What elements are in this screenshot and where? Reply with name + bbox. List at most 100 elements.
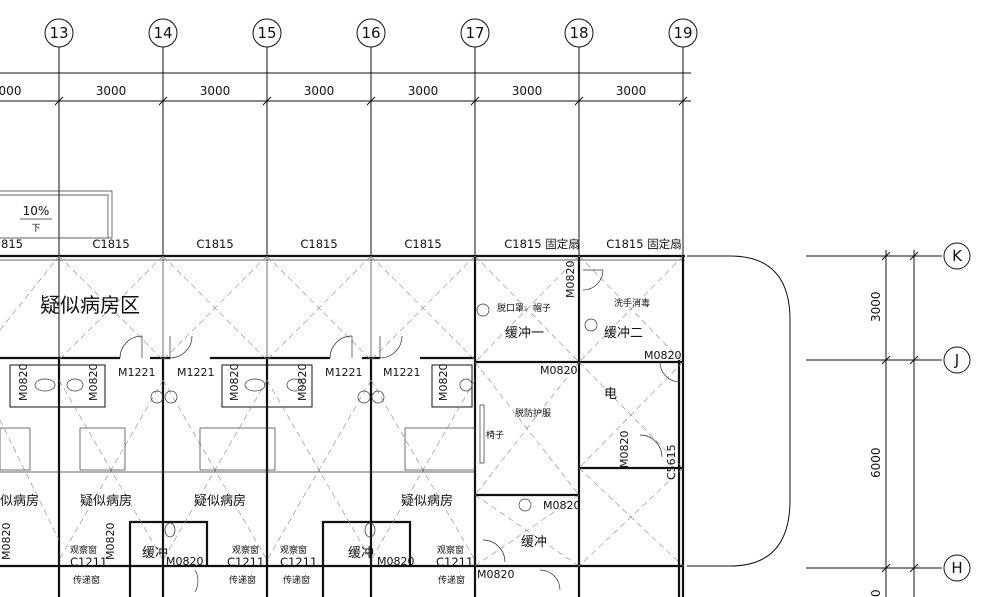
note-wash: 洗手消毒 [614,297,650,309]
window-label: C1211 [70,555,107,569]
dimension-label: 0 [869,589,883,597]
door-label: M0820 [104,523,117,561]
window-label: C1815 固定扇 [504,237,579,251]
window-label: C1815 固定扇 [606,237,681,251]
door-label: M0820 [564,261,577,299]
door-label: M0820 [437,364,450,402]
top-dimension-chain: 000 3000 3000 3000 3000 3000 3000 [0,72,691,106]
note-chair: 椅子 [486,429,504,441]
dimension-label: 6000 [869,447,883,478]
walls [0,254,791,597]
axis-label: 15 [257,24,276,42]
door-swings [119,269,681,593]
room-buffer-b: 缓冲 [348,546,374,561]
axis-bubble [943,242,971,270]
row-axis-bubbles: K J H [943,242,971,582]
axis-bubble [943,554,971,582]
axis-label: 13 [49,24,68,42]
door-label: M0820 [377,555,415,568]
dimension-label: 3000 [408,84,439,98]
dimension-label: 3000 [96,84,127,98]
room-buffer-1: 缓冲一 [505,326,544,341]
dimension-label: 3000 [304,84,335,98]
note-mask: 脱口罩、帽子 [497,302,551,314]
door-label: M0820 [618,431,631,469]
room-undress: 脱防护服 [515,407,551,419]
note-observation: 观察窗 [280,544,307,556]
door-label: M0820 [477,568,515,581]
top-window-labels: 815 C1815 C1815 C1815 C1815 C1815 固定扇 C1… [1,237,682,251]
room-ward-1: 似病房 [0,493,39,509]
door-label: M0820 [644,349,682,362]
note-pass: 传递窗 [73,574,100,586]
axis-bubble [148,18,178,48]
window-label: C1815 [300,237,337,251]
axis-label: K [952,247,963,265]
door-label: M0820 [17,364,30,402]
door-label: M0820 [540,364,578,377]
door-label: M0820 [166,555,204,568]
slope-direction: 下 [31,224,40,234]
vertical-door-labels: M0820 M0820 M0820 M0820 M0820 M0820 M082… [0,261,678,561]
door-label: M0820 [543,499,581,512]
bed-furniture [0,427,476,473]
door-label: M0820 [0,523,13,561]
dimension-label: 000 [0,84,21,98]
axis-bubble [668,18,698,48]
window-label: C1815 [92,237,129,251]
axis-label: 16 [361,24,380,42]
note-observation: 观察窗 [232,544,259,556]
window-label: C1815 [404,237,441,251]
dashed-diagonals [0,255,684,567]
axis-label: J [954,351,959,369]
room-electric: 电 [604,387,617,402]
slope-percentage: 10% [23,204,50,218]
door-label: M1221 [325,366,363,379]
window-label: 815 [1,237,23,251]
axis-bubble [356,18,386,48]
axis-label: 14 [153,24,172,42]
room-ward-3: 疑似病房 [194,493,246,509]
sanitary-fixtures [34,303,598,538]
column-axis-bubbles: 13 14 15 16 17 18 19 [44,18,698,48]
axis-bubble [460,18,490,48]
axis-bubble [252,18,282,48]
note-pass: 传递窗 [283,574,310,586]
room-ward-4: 疑似病房 [401,493,453,509]
canopy-outline: 10% 下 [0,190,113,239]
door-label: M1221 [383,366,421,379]
window-label: C1211 [280,555,317,569]
note-observation: 观察窗 [437,544,464,556]
window-label: C1211 [436,555,473,569]
dimension-label: 3000 [512,84,543,98]
area-title: 疑似病房区 [40,293,140,317]
axis-bubble [943,346,971,374]
room-ward-2: 疑似病房 [80,493,132,509]
door-label: M1221 [118,366,156,379]
window-label: C1815 [196,237,233,251]
door-label: M0820 [228,364,241,402]
axis-bubble [564,18,594,48]
window-label-side: C5615 [665,444,678,480]
door-label: M1221 [177,366,215,379]
observation-window-labels: 观察窗 C1211 传递窗 观察窗 C1211 传递窗 观察窗 C1211 传递… [70,544,473,586]
right-dimension-chain: 3000 6000 0 [806,250,942,597]
door-label: M0820 [296,364,309,402]
room-buffer: 缓冲 [521,535,547,550]
door-label: M0820 [87,364,100,402]
window-label: C1211 [227,555,264,569]
axis-label: H [951,559,962,577]
dimension-label: 3000 [616,84,647,98]
axis-bubble [44,18,74,48]
room-buffer-2: 缓冲二 [604,326,643,341]
room-buffer-a: 缓冲 [142,546,168,561]
door-labels: M1221 M1221 M1221 M1221 M0820 M0820 M082… [118,349,682,581]
note-observation: 观察窗 [70,544,97,556]
dimension-label: 3000 [200,84,231,98]
dimension-label: 3000 [869,291,883,322]
note-pass: 传递窗 [438,574,465,586]
note-pass: 传递窗 [229,574,256,586]
axis-label: 17 [465,24,484,42]
axis-label: 18 [569,24,588,42]
